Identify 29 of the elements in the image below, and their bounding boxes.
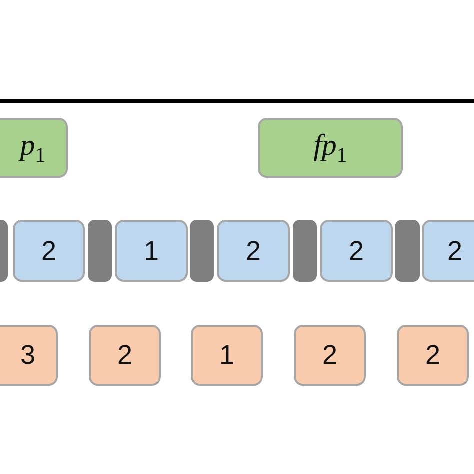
number-box <box>191 325 263 386</box>
number-label: 1 <box>219 340 235 371</box>
number-label: 2 <box>117 340 133 371</box>
number-box <box>13 220 85 282</box>
separator-bar <box>293 220 317 282</box>
separator-bar <box>88 220 112 282</box>
separator-bar <box>395 220 420 282</box>
number-box <box>397 325 469 386</box>
number-label: 2 <box>447 236 463 266</box>
number-label: 2 <box>246 236 262 266</box>
number-label: 2 <box>322 340 338 371</box>
separator-bar <box>190 220 214 282</box>
number-label: 2 <box>41 236 57 266</box>
separator-bar <box>0 220 8 282</box>
label-box <box>258 118 403 178</box>
number-box <box>217 220 290 282</box>
math-label: p$_{1}$ <box>20 128 46 168</box>
number-box <box>0 325 58 386</box>
number-label: 3 <box>20 340 36 371</box>
number-box <box>422 220 474 282</box>
number-box <box>89 325 161 386</box>
number-label: 1 <box>144 236 160 266</box>
label-box <box>0 118 68 178</box>
number-box <box>320 220 393 282</box>
number-box <box>294 325 366 386</box>
number-box <box>115 220 188 282</box>
math-label: fp$_{1}$ <box>314 128 348 168</box>
number-label: 2 <box>348 236 364 266</box>
number-label: 2 <box>425 340 441 371</box>
